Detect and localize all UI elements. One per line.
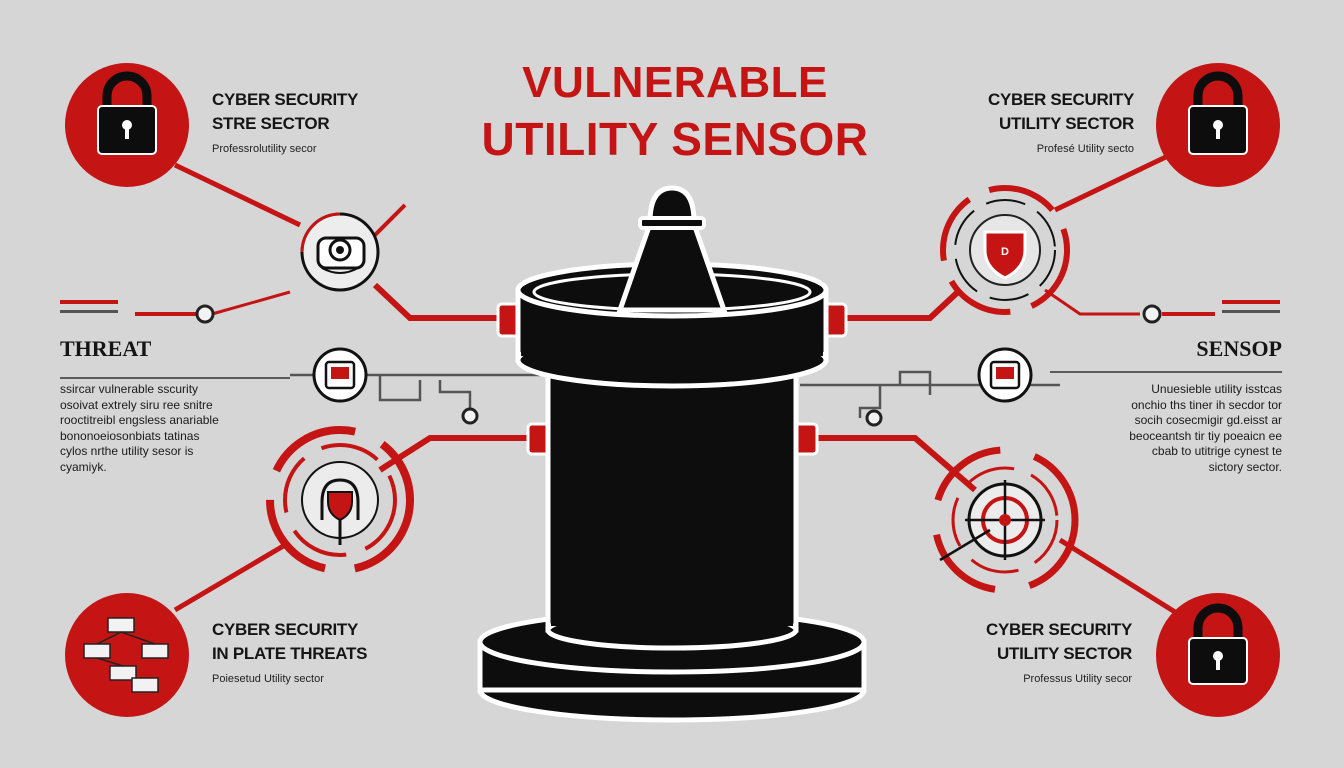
sensor-line: onchio ths tiner ih secdor tor — [1131, 397, 1282, 412]
label-head-2: UTILITY SECTOR — [997, 644, 1132, 663]
network-bottom-left-badge — [65, 593, 189, 717]
device-icon — [312, 347, 368, 403]
label-sub: Profesé Utility secto — [1036, 143, 1134, 155]
lock-bottom-right-badge — [1156, 593, 1280, 717]
head-shield-icon — [266, 426, 414, 574]
label-head-2: UTILITY SECTOR — [999, 114, 1134, 133]
label-head-1: CYBER SECURITY — [212, 90, 358, 109]
label-top-right: CYBER SECURITY UTILITY SECTOR Profesé Ut… — [988, 88, 1134, 156]
sensor-line: sictory sector. — [1208, 459, 1282, 474]
label-head-2: STRE SECTOR — [212, 114, 330, 133]
lock-top-right-badge — [1156, 63, 1280, 187]
line-nodes — [195, 304, 1162, 427]
svg-text:D: D — [1001, 246, 1009, 258]
lock-top-left-badge — [65, 63, 189, 187]
dash-fragments — [60, 300, 1280, 313]
utility-sensor-pedestal — [477, 185, 867, 723]
sensor-line: cbab to utitrige cynest te — [1151, 444, 1282, 458]
label-bottom-left: CYBER SECURITY IN PLATE THREATS Poiesetu… — [212, 618, 367, 686]
sensor-line: socih cosecmigir gd.eisst ar — [1134, 413, 1282, 427]
sensor-line: Unuesieble utility isstcas — [1151, 382, 1282, 396]
threat-line: rooctitreibl engsless anariable — [60, 413, 219, 427]
threat-line: bononoeiosonbiats tatinas — [60, 428, 200, 443]
threat-line: cyamiyk. — [60, 459, 107, 474]
lock-icon — [1188, 71, 1248, 155]
label-top-left: CYBER SECURITY STRE SECTOR Professroluti… — [212, 88, 358, 156]
threat-heading: THREAT — [60, 336, 152, 361]
threat-line: cylos nrthe utility sesor is — [60, 444, 194, 458]
sensor-heading: SENSOP — [1196, 336, 1282, 361]
label-head-2: IN PLATE THREATS — [212, 644, 368, 663]
camera-icon — [300, 212, 380, 292]
label-head-1: CYBER SECURITY — [986, 620, 1132, 639]
label-sub: Professrolutility secor — [212, 143, 317, 155]
lock-icon — [1188, 603, 1248, 685]
sensor-text: Unuesieble utility isstcas onchio ths ti… — [1052, 382, 1282, 475]
lock-icon — [97, 71, 157, 155]
label-sub: Poiesetud Utility sector — [212, 673, 324, 685]
label-head-1: CYBER SECURITY — [212, 620, 358, 639]
sensor-line: beoceantsh tir tiy poeaicn ee — [1129, 428, 1282, 443]
label-bottom-right: CYBER SECURITY UTILITY SECTOR Professus … — [986, 618, 1132, 686]
title-line-1: VULNERABLE — [522, 58, 828, 107]
network-icon — [83, 617, 169, 693]
sensor-block: SENSOP Unuesieble utility isstcas onchio… — [1052, 336, 1282, 475]
label-head-1: CYBER SECURITY — [988, 90, 1134, 109]
label-sub: Professus Utility secor — [1023, 673, 1132, 685]
threat-line: osoivat extrely siru ree snitre — [60, 397, 213, 412]
device-icon — [977, 347, 1033, 403]
target-icon — [931, 446, 1079, 594]
shield-icon: D — [940, 185, 1070, 315]
threat-line: ssircar vulnerable sscurity — [60, 382, 199, 396]
title-line-2: UTILITY SENSOR — [481, 113, 869, 165]
threat-text: ssircar vulnerable sscurity osoivat extr… — [60, 382, 290, 475]
threat-block: THREAT ssircar vulnerable sscurity osoiv… — [60, 336, 290, 475]
